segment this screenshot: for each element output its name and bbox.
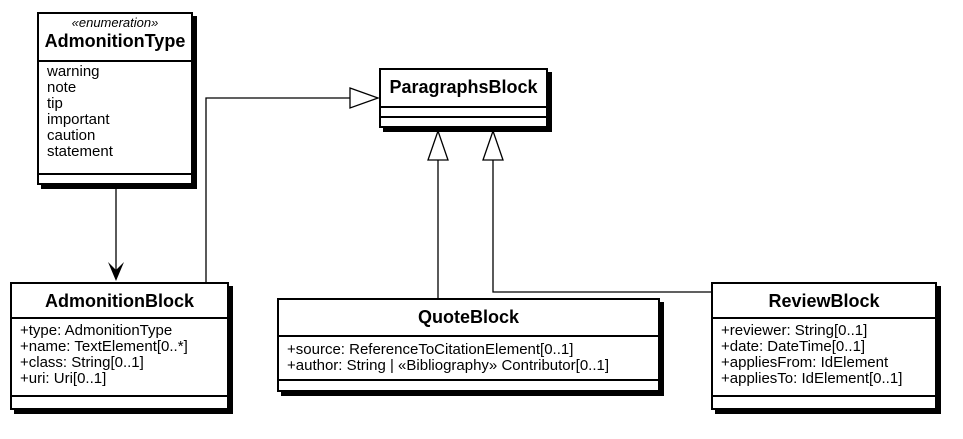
enum-literal: warning [47, 63, 100, 80]
class-header: «enumeration» AdmonitionType [39, 14, 191, 62]
enum-literal: tip [47, 95, 63, 112]
class-header: AdmonitionBlock [12, 284, 227, 319]
class-attribute: +type: AdmonitionType [20, 322, 173, 339]
class-attribute: +source: ReferenceToCitationElement[0..1… [287, 341, 574, 358]
class-name: ReviewBlock [768, 291, 880, 311]
enum-literal: caution [47, 127, 96, 144]
class-stereotype: «enumeration» [71, 15, 159, 30]
class-name: AdmonitionType [44, 31, 186, 51]
generalization-arrowhead-admonitionblock [349, 87, 380, 109]
class-operations [39, 175, 191, 183]
class-attributes [381, 108, 546, 118]
class-header: QuoteBlock [279, 300, 658, 337]
class-attribute: +name: TextElement[0..*] [20, 338, 188, 355]
generalization-arrowhead-reviewblock [482, 129, 504, 161]
class-admonition-block: AdmonitionBlock +type: AdmonitionType +n… [10, 282, 229, 410]
class-admonition-type: «enumeration» AdmonitionType warning not… [37, 12, 193, 185]
class-operations [12, 397, 227, 405]
class-attribute: +uri: Uri[0..1] [20, 370, 107, 387]
enum-literal: important [47, 111, 110, 128]
class-name: AdmonitionBlock [45, 291, 194, 311]
class-paragraphs-block: ParagraphsBlock [379, 68, 548, 128]
enum-literal: note [47, 79, 77, 96]
enum-literal: statement [47, 143, 113, 160]
class-operations [713, 397, 935, 405]
class-review-block: ReviewBlock +reviewer: String[0..1] +dat… [711, 282, 937, 410]
class-attribute: +date: DateTime[0..1] [721, 338, 866, 355]
class-attribute: +reviewer: String[0..1] [721, 322, 868, 339]
class-name: ParagraphsBlock [389, 77, 538, 97]
association-arrowhead [108, 262, 124, 281]
class-header: ReviewBlock [713, 284, 935, 319]
generalization-line-admonitionblock [205, 97, 350, 282]
class-attributes: +reviewer: String[0..1] +date: DateTime[… [713, 319, 935, 397]
class-attribute: +author: String | «Bibliography» Contrib… [287, 357, 610, 374]
generalization-line-reviewblock [492, 160, 711, 293]
class-header: ParagraphsBlock [381, 70, 546, 108]
class-attribute: +appliesTo: IdElement[0..1] [721, 370, 903, 387]
class-attributes: warning note tip important caution state… [39, 62, 191, 175]
class-quote-block: QuoteBlock +source: ReferenceToCitationE… [277, 298, 660, 392]
class-attributes: +type: AdmonitionType +name: TextElement… [12, 319, 227, 397]
class-attribute: +class: String[0..1] [20, 354, 144, 371]
class-attribute: +appliesFrom: IdElement [721, 354, 889, 371]
class-name: QuoteBlock [417, 307, 519, 327]
class-operations [279, 381, 658, 389]
class-operations [381, 118, 546, 126]
generalization-arrowhead-quoteblock [427, 129, 449, 161]
class-attributes: +source: ReferenceToCitationElement[0..1… [279, 337, 658, 381]
